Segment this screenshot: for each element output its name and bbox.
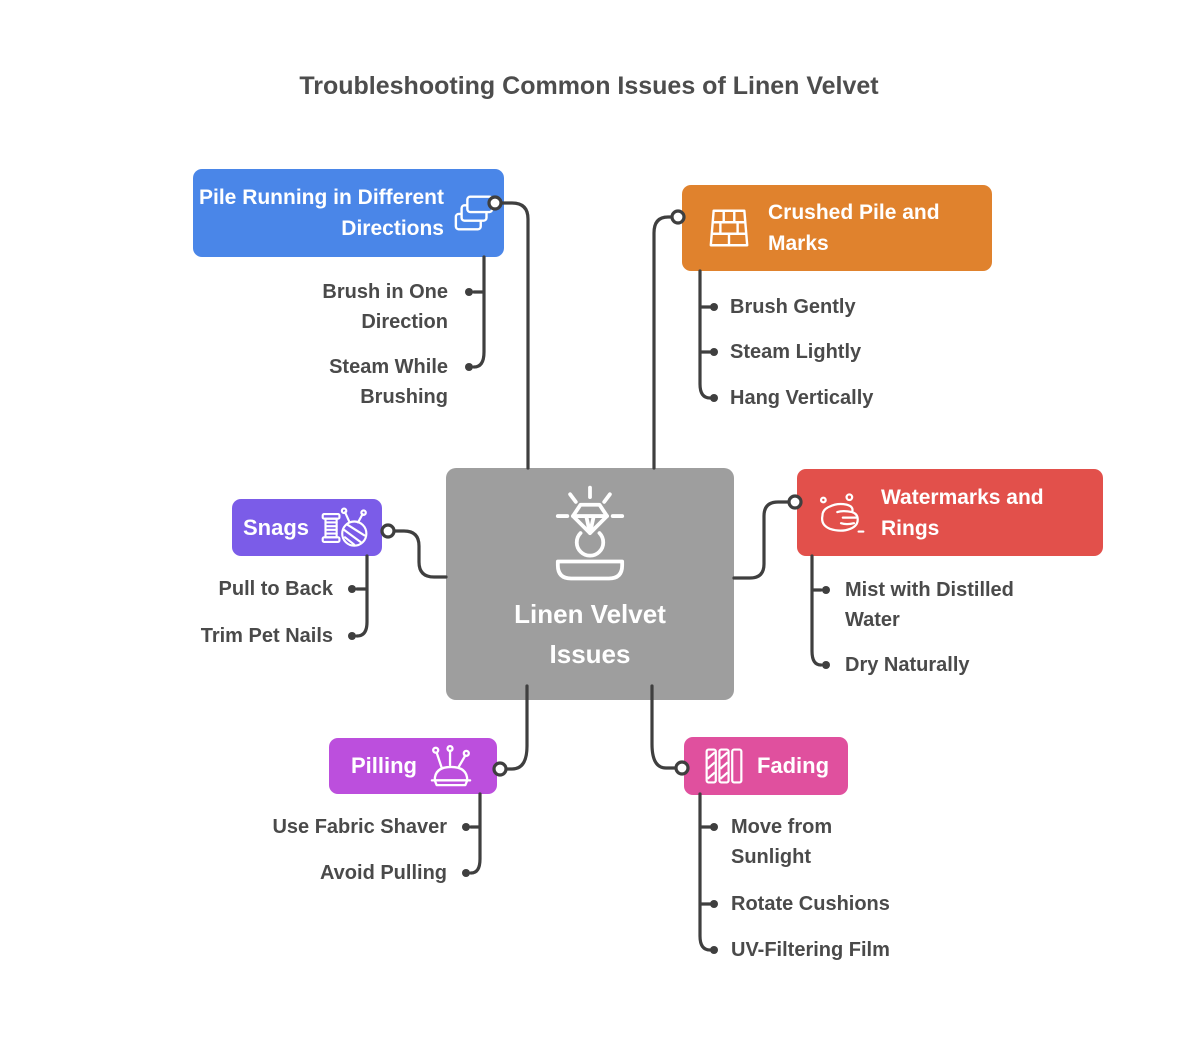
link-watermarks-center bbox=[732, 500, 791, 580]
spine-pile-items bbox=[472, 255, 486, 369]
sub-item-uv-filtering-film: UV-Filtering Film bbox=[731, 939, 890, 961]
sub-item-mist-distilled-water: Mist with Distilled Water bbox=[845, 579, 1014, 631]
dot-item bbox=[710, 394, 718, 402]
sub-item-hang-vertically: Hang Vertically bbox=[730, 387, 874, 409]
dot-item bbox=[462, 869, 470, 877]
ring-display-icon bbox=[555, 485, 625, 581]
dot-item bbox=[710, 303, 718, 311]
spine-watermarks-items bbox=[810, 554, 823, 667]
sub-item-move-from-sunlight: Move from Sunlight bbox=[731, 816, 833, 868]
brick-wall-icon bbox=[709, 209, 749, 247]
spine-pilling-items bbox=[469, 792, 482, 875]
terminal-snags bbox=[380, 523, 396, 539]
link-crushed-center bbox=[652, 215, 674, 470]
dot-item bbox=[462, 823, 470, 831]
central-node-label: Linen Velvet Issues bbox=[514, 599, 666, 669]
branch-node-pilling[interactable]: Pilling bbox=[329, 738, 497, 794]
branch-node-label: Snags bbox=[242, 514, 310, 540]
sub-item-pull-to-back: Pull to Back bbox=[218, 578, 333, 600]
hand-wash-icon bbox=[819, 492, 865, 533]
branch-node-label: Pilling bbox=[351, 753, 417, 778]
spine-fading-items bbox=[698, 792, 712, 952]
sub-item-rotate-cushions: Rotate Cushions bbox=[731, 893, 890, 915]
pincushion-icon bbox=[430, 744, 472, 787]
branch-node-label: Watermarks and Rings bbox=[881, 485, 1044, 540]
branch-node-pile-running[interactable]: Pile Running in Different Directions bbox=[193, 169, 504, 257]
dot-item bbox=[348, 585, 356, 593]
branch-node-label: Crushed Pile and Marks bbox=[768, 201, 940, 255]
thread-spool-yarn-icon bbox=[321, 507, 368, 547]
sub-item-use-fabric-shaver: Use Fabric Shaver bbox=[272, 816, 447, 838]
sub-item-brush-gently: Brush Gently bbox=[730, 296, 856, 318]
dot-item bbox=[822, 661, 830, 669]
dot-item bbox=[465, 288, 473, 296]
sub-item-trim-pet-nails: Trim Pet Nails bbox=[200, 625, 333, 647]
link-pile-center bbox=[499, 201, 530, 470]
dot-item bbox=[710, 946, 718, 954]
branch-node-crushed-pile[interactable]: Crushed Pile and Marks bbox=[682, 185, 992, 271]
dot-item bbox=[465, 363, 473, 371]
sub-item-steam-while-brushing: Steam While Brushing bbox=[329, 356, 448, 408]
branch-node-fading[interactable]: Fading bbox=[684, 737, 848, 795]
dot-item bbox=[710, 823, 718, 831]
branch-node-label: Pile Running in Different Directions bbox=[199, 186, 444, 240]
dot-item bbox=[710, 348, 718, 356]
fabric-strips-icon bbox=[705, 748, 743, 784]
branch-node-label: Fading bbox=[756, 753, 830, 778]
dot-item bbox=[348, 632, 356, 640]
branch-node-snags[interactable]: Snags bbox=[232, 499, 382, 556]
stacked-cards-icon bbox=[454, 195, 494, 231]
sub-item-steam-lightly: Steam Lightly bbox=[730, 341, 862, 363]
central-node[interactable]: Linen Velvet Issues bbox=[446, 468, 734, 700]
spine-crushed-items bbox=[698, 269, 712, 400]
dot-item bbox=[710, 900, 718, 908]
branch-node-watermarks[interactable]: Watermarks and Rings bbox=[797, 469, 1103, 556]
sub-item-avoid-pulling: Avoid Pulling bbox=[319, 862, 447, 884]
page-title: Troubleshooting Common Issues of Linen V… bbox=[299, 72, 879, 100]
dot-item bbox=[822, 586, 830, 594]
sub-item-dry-naturally: Dry Naturally bbox=[845, 654, 970, 676]
link-snags-center bbox=[392, 529, 448, 579]
spine-snags-items bbox=[355, 554, 369, 638]
sub-item-brush-one-direction: Brush in One Direction bbox=[322, 281, 448, 333]
